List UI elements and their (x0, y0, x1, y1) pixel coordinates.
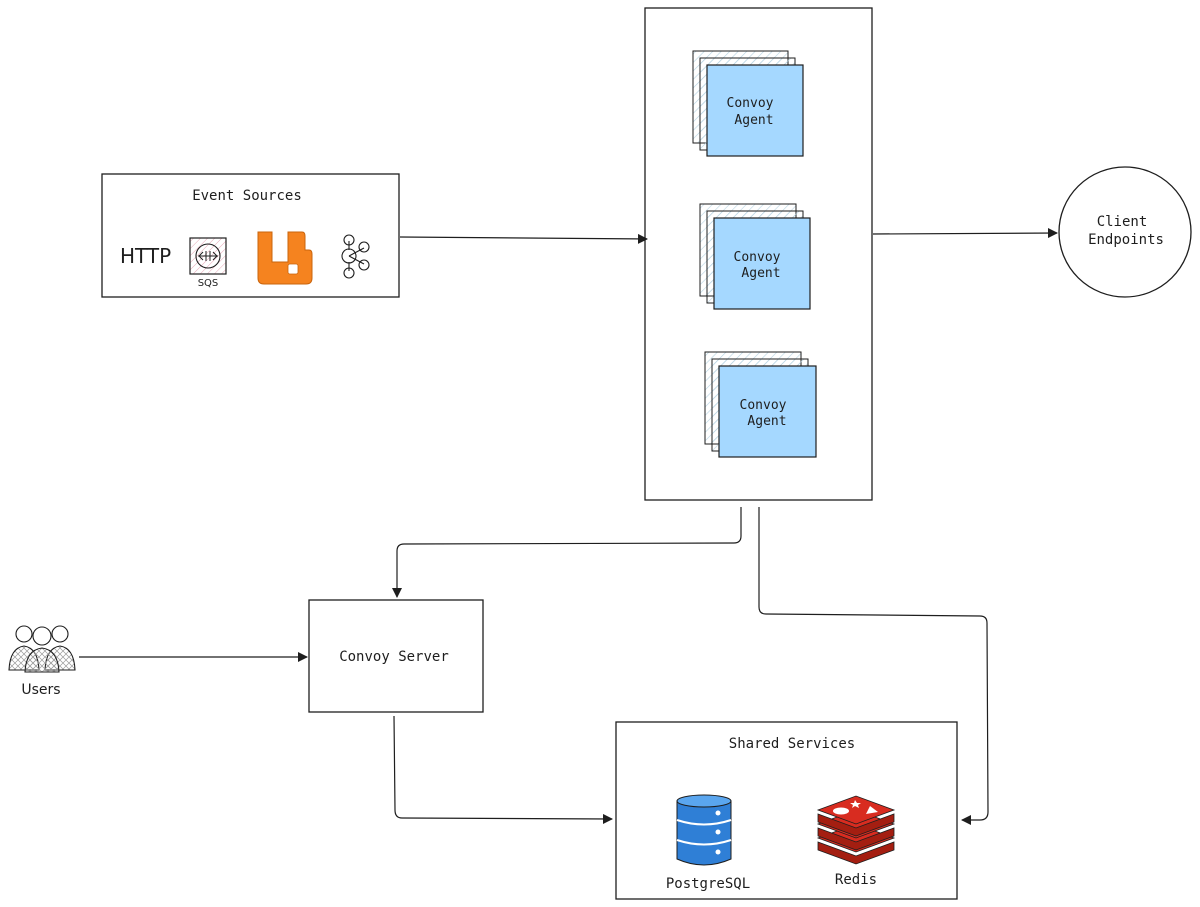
arrow-agents-to-shared-services (758, 507, 989, 825)
agents-container (644, 7, 873, 501)
shared-services-title: Shared Services (729, 736, 855, 752)
client-label-line1: Client (1097, 214, 1148, 230)
convoy-server-label: Convoy Server (339, 649, 449, 665)
agent-1-label-line1: Convoy (727, 96, 774, 111)
rabbitmq-icon (257, 231, 313, 285)
redis-icon (816, 795, 896, 865)
convoy-server-box: Convoy Server (308, 599, 484, 713)
client-label-line2: Endpoints (1088, 232, 1164, 248)
convoy-agent-3: Convoy Agent (704, 351, 817, 458)
users-icon (8, 625, 76, 673)
arrow-event-sources-to-agents (399, 233, 648, 244)
client-endpoints-node: Client Endpoints (1058, 166, 1192, 298)
agent-2-label-line2: Agent (741, 266, 780, 281)
agent-3-label-line1: Convoy (740, 398, 787, 413)
users-label: Users (21, 682, 60, 698)
convoy-agent-2: Convoy Agent (699, 203, 811, 310)
shared-services-box: Shared Services PostgreSQL Redis (615, 721, 958, 900)
kafka-icon (341, 234, 370, 279)
sqs-label: SQS (198, 278, 219, 289)
convoy-agent-1: Convoy Agent (692, 50, 804, 157)
agent-2-label-line1: Convoy (734, 250, 781, 265)
agent-3-label-line2: Agent (747, 414, 786, 429)
postgresql-label: PostgreSQL (666, 876, 750, 892)
event-sources-title: Event Sources (192, 188, 302, 204)
arrow-agents-to-client-endpoints (872, 228, 1058, 239)
postgresql-database-icon (676, 794, 732, 866)
event-sources-box: Event Sources HTTP SQS (101, 173, 400, 298)
arrow-convoy-server-to-shared-services (393, 715, 613, 824)
redis-label: Redis (835, 872, 877, 888)
aws-sqs-icon (189, 237, 227, 275)
arrow-agents-to-convoy-server (392, 507, 742, 598)
agent-1-label-line2: Agent (734, 113, 773, 128)
http-label: HTTP (120, 244, 171, 268)
